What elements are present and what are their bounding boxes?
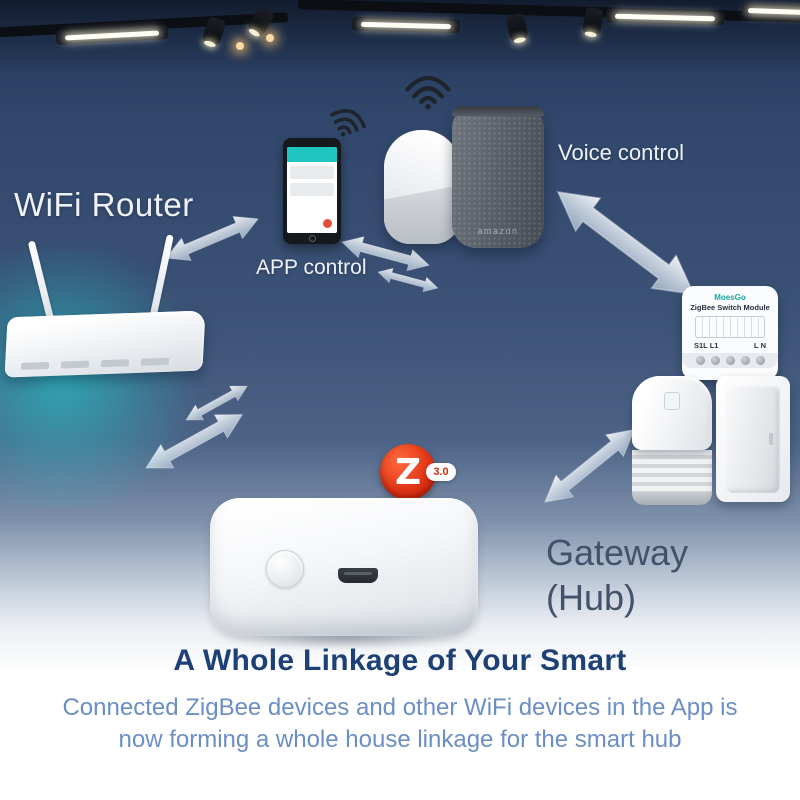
light-glow (266, 34, 274, 42)
wall-switch-device (716, 376, 790, 502)
module-name: ZigBee Switch Module (690, 302, 770, 312)
wiring-diagram (695, 315, 765, 338)
gateway-button (266, 550, 304, 588)
gateway-label-line2: (Hub) (546, 577, 637, 618)
terminal-screw (740, 355, 750, 365)
wifi-waves-icon (405, 75, 451, 110)
switch-paddle (726, 385, 780, 493)
light-slit (747, 7, 800, 15)
vent-slot (140, 357, 170, 366)
phone-home-button (308, 235, 316, 242)
voice-control-label: Voice control (558, 140, 684, 165)
smartphone-device (283, 138, 341, 244)
valve-ring (632, 492, 712, 505)
radiator-valve-device (632, 376, 712, 506)
light-slit (64, 30, 160, 40)
arrow-devices-gateway (535, 418, 644, 514)
vent-slot (60, 360, 90, 369)
zigbee-letter: Z (394, 451, 422, 493)
light-glow (236, 42, 244, 50)
speaker-top-ring (452, 106, 544, 116)
smart-speaker-white (384, 130, 460, 244)
terminal-screw (725, 355, 735, 365)
wifi-waves-icon (330, 109, 366, 137)
light-slit (615, 13, 715, 21)
arrow-phone-speaker-small (375, 264, 441, 296)
wifi-router-device (4, 234, 208, 378)
router-antenna (149, 234, 174, 320)
terminal-label-left: S1L L1 (694, 340, 719, 350)
teal-glow (0, 248, 220, 508)
router-body (4, 310, 206, 378)
vent-slot (20, 361, 50, 370)
speaker-base (384, 185, 460, 244)
smart-speaker-grey: amazon (452, 106, 544, 248)
valve-head (632, 376, 712, 450)
valve-display (664, 392, 680, 410)
speaker-brand-text: amazon (477, 226, 519, 236)
module-brand: MoesGo (714, 293, 746, 302)
arrow-voice-devices (544, 174, 707, 312)
description-text: Connected ZigBee devices and other WiFi … (62, 694, 738, 754)
light-slit (360, 21, 452, 29)
zigbee-version-badge: 3.0 (426, 463, 456, 481)
app-header-bar (287, 147, 337, 162)
phone-screen (287, 147, 337, 233)
terminal-screw (695, 355, 705, 365)
terminal-labels: S1L L1 L N (682, 341, 778, 350)
app-control-label: APP control (256, 256, 367, 279)
micro-usb-port (338, 568, 378, 583)
wifi-router-label: WiFi Router (14, 186, 194, 223)
gateway-label-line1: Gateway (546, 532, 689, 573)
gateway-hub-device (210, 498, 478, 650)
gateway-body (210, 498, 478, 636)
terminal-screw (710, 355, 720, 365)
app-action-dot (323, 219, 332, 228)
linear-light (351, 16, 461, 34)
app-card (290, 183, 334, 196)
valve-ribs (632, 450, 712, 492)
router-antenna (27, 240, 56, 326)
terminal-label-right: L N (754, 340, 766, 350)
terminal-strip (682, 352, 778, 368)
linear-light (741, 2, 800, 20)
gateway-hub-label: Gateway (Hub) (546, 530, 688, 620)
vent-slot (100, 359, 130, 368)
zigbee-switch-module: MoesGo ZigBee Switch Module S1L L1 L N (682, 286, 778, 380)
terminal-screw (755, 355, 765, 365)
headline: A Whole Linkage of Your Smart (173, 644, 627, 677)
app-card (290, 166, 334, 179)
zigbee-logo: Z 3.0 (380, 444, 472, 504)
switch-indicator (769, 433, 773, 445)
router-vents (20, 357, 170, 370)
